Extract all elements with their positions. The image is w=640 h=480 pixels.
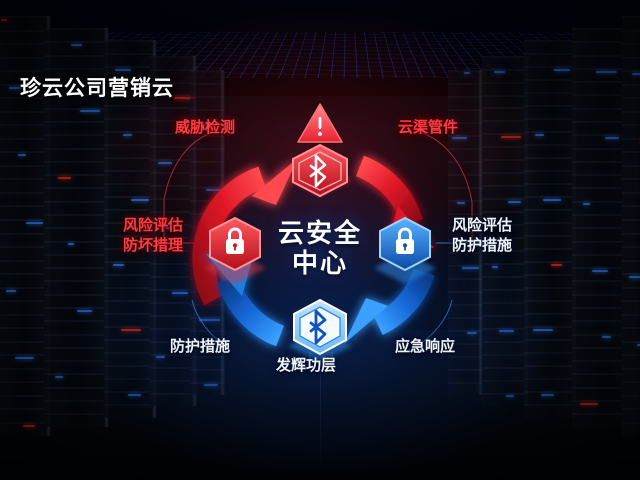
function-layer-label: 发辉功层 — [276, 356, 336, 376]
node-right[interactable] — [374, 216, 436, 284]
node-top[interactable] — [288, 103, 352, 198]
emergency-response-label: 应急响应 — [395, 337, 455, 357]
node-left[interactable] — [204, 216, 266, 284]
risk-left-label-line2: 防坏措理 — [123, 237, 184, 254]
warning-triangle-icon — [297, 103, 343, 143]
protection-measures-label: 防护措施 — [170, 337, 230, 357]
shield-bluetooth-icon-top — [292, 143, 348, 198]
cloud-pipeline-label: 云渠管件 — [398, 118, 458, 138]
arc-upper-left — [192, 158, 298, 306]
shield-bluetooth-icon-bottom — [293, 298, 347, 356]
risk-right-label-line2: 防护措施 — [452, 237, 513, 254]
threat-detection-label: 威胁检测 — [175, 118, 235, 138]
risk-left-label: 风险评估防坏措理 — [123, 216, 183, 256]
emergency-response-label-line1: 应急响应 — [395, 338, 456, 355]
center-label: 云安全 中心 — [278, 218, 362, 278]
arc-lower-right — [344, 268, 435, 344]
shield-lock-icon-right — [379, 216, 431, 272]
center-label-line1: 云安全 — [277, 218, 363, 248]
connector-lines — [152, 131, 486, 368]
function-layer-label-line1: 发辉功层 — [276, 357, 337, 374]
center-label-line2: 中心 — [291, 248, 349, 278]
page-title: 珍云公司营销云 — [20, 77, 174, 100]
risk-left-label-line1: 风险评估 — [123, 217, 184, 234]
threat-detection-label-line1: 威胁检测 — [175, 119, 236, 136]
risk-right-label: 风险评估防护措施 — [452, 216, 512, 256]
protection-measures-label-line1: 防护措施 — [170, 338, 231, 355]
node-bottom[interactable] — [288, 298, 352, 362]
risk-right-label-line1: 风险评估 — [452, 217, 513, 234]
cloud-pipeline-label-line1: 云渠管件 — [398, 119, 459, 136]
shield-lock-icon-left — [209, 216, 261, 272]
